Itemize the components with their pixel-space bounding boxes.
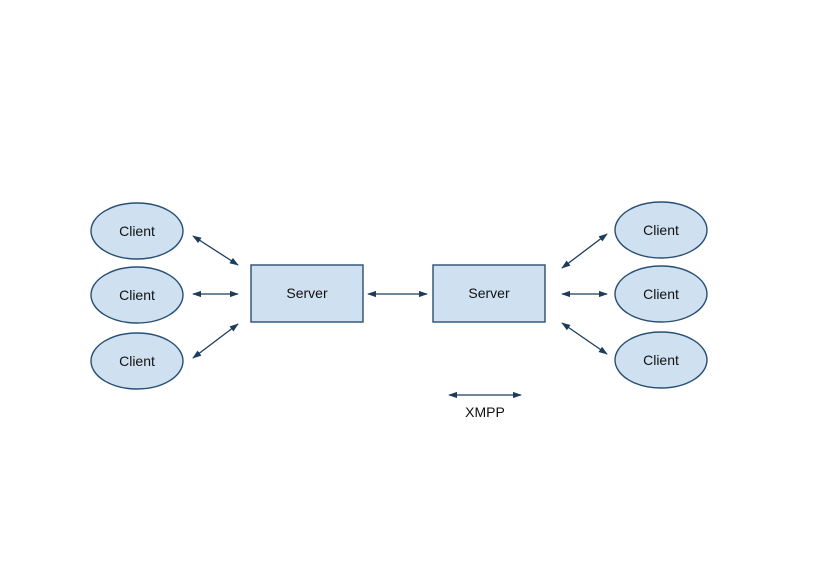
legend: XMPP (448, 391, 522, 420)
server-node-right: Server (432, 264, 546, 323)
client-node-left-2: Client (90, 266, 184, 324)
edge-client-left-1-server-left (192, 235, 239, 266)
client-node-right-2: Client (614, 265, 708, 323)
edge-server-right-client-right-1 (561, 233, 608, 269)
client-node-left-3: Client (90, 332, 184, 390)
client-label: Client (119, 353, 155, 369)
server-label: Server (286, 285, 328, 301)
client-label: Client (119, 287, 155, 303)
server-node-left: Server (250, 264, 364, 323)
client-label: Client (643, 352, 679, 368)
client-label: Client (119, 223, 155, 239)
legend-label: XMPP (465, 404, 505, 420)
client-node-right-1: Client (614, 201, 708, 259)
edge-client-left-3-server-left (192, 323, 239, 359)
client-label: Client (643, 222, 679, 238)
client-node-right-3: Client (614, 331, 708, 389)
client-node-left-1: Client (90, 202, 184, 260)
server-label: Server (468, 285, 510, 301)
edge-server-right-client-right-3 (561, 322, 608, 355)
client-label: Client (643, 286, 679, 302)
